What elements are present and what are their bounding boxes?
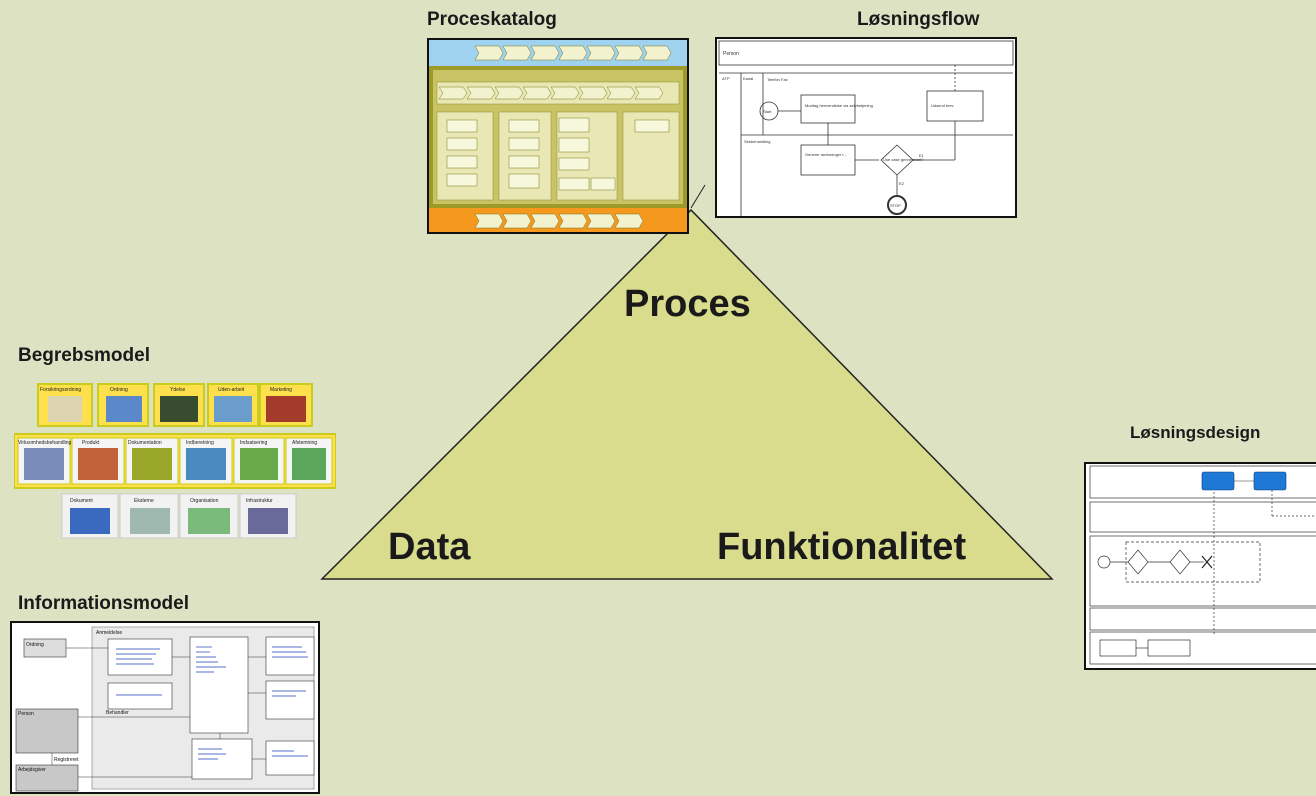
svg-text:ATP: ATP: [722, 76, 730, 81]
svg-text:Person: Person: [18, 711, 34, 717]
svg-text:Ordning: Ordning: [110, 387, 128, 393]
svg-text:Behandler: Behandler: [106, 710, 129, 716]
loesningsdesign-thumbnail: [1084, 462, 1316, 670]
triangle-label-proces: Proces: [624, 283, 751, 325]
flow-pool-label: Person: [723, 51, 739, 57]
svg-text:Use case gennemført?: Use case gennemført?: [883, 157, 924, 162]
svg-text:Telefon Fax: Telefon Fax: [767, 77, 788, 82]
svg-text:Dokumentation: Dokumentation: [128, 440, 162, 446]
svg-text:Uden-arbeit: Uden-arbeit: [218, 387, 245, 393]
label-loesningsflow: Løsningsflow: [857, 9, 980, 30]
triangle-label-funktionalitet: Funktionalitet: [717, 526, 967, 568]
svg-text:Sekbehandling: Sekbehandling: [744, 139, 770, 144]
svg-text:Ordning: Ordning: [26, 642, 44, 648]
loesningsflow-thumbnail: Person ATP Kanal Telefon Fax Start Modta…: [715, 37, 1017, 218]
svg-text:Marketing: Marketing: [270, 387, 292, 393]
svg-text:Indberetning: Indberetning: [186, 440, 214, 446]
svg-text:Arbejdsgiver: Arbejdsgiver: [18, 767, 46, 773]
svg-text:Registreret: Registreret: [54, 757, 79, 763]
begrebsmodel-diagram: Forsikringsordning Ordning Ydelse Uden-a…: [14, 382, 336, 540]
svg-text:Start: Start: [763, 109, 772, 114]
svg-text:Organisation: Organisation: [190, 498, 219, 504]
label-proceskatalog: Proceskatalog: [427, 9, 557, 30]
svg-text:Produkt: Produkt: [82, 440, 100, 446]
svg-text:Generer anvisninger t...: Generer anvisninger t...: [805, 152, 847, 157]
svg-text:Kanal: Kanal: [743, 76, 753, 81]
triangle-label-data: Data: [388, 526, 471, 568]
svg-text:E1: E1: [919, 153, 925, 158]
svg-text:Infrastruktur: Infrastruktur: [246, 498, 273, 504]
svg-text:Forsikringsordning: Forsikringsordning: [40, 387, 81, 393]
proceskatalog-thumbnail: [427, 38, 689, 234]
svg-text:Dokument: Dokument: [70, 498, 93, 504]
svg-text:Ydelse: Ydelse: [170, 387, 186, 393]
label-loesningsdesign: Løsningsdesign: [1130, 423, 1261, 442]
svg-text:Modtag henvendelse via selvbet: Modtag henvendelse via selvbetjening: [805, 103, 873, 108]
svg-text:Afstemning: Afstemning: [292, 440, 317, 446]
svg-text:Anmeldelse: Anmeldelse: [96, 630, 122, 636]
svg-text:E2: E2: [899, 181, 905, 186]
informationsmodel-thumbnail: Ordning Person Arbejdsgiver Anmeldelse B…: [10, 621, 320, 794]
svg-text:Udsend brev: Udsend brev: [931, 103, 954, 108]
svg-text:Eksterne: Eksterne: [134, 498, 154, 504]
svg-text:Virksomhedsbehandling: Virksomhedsbehandling: [18, 440, 71, 446]
svg-text:STOP: STOP: [890, 203, 901, 208]
label-begrebsmodel: Begrebsmodel: [18, 345, 150, 366]
label-informationsmodel: Informationsmodel: [18, 593, 190, 614]
svg-text:Indsatsering: Indsatsering: [240, 440, 267, 446]
